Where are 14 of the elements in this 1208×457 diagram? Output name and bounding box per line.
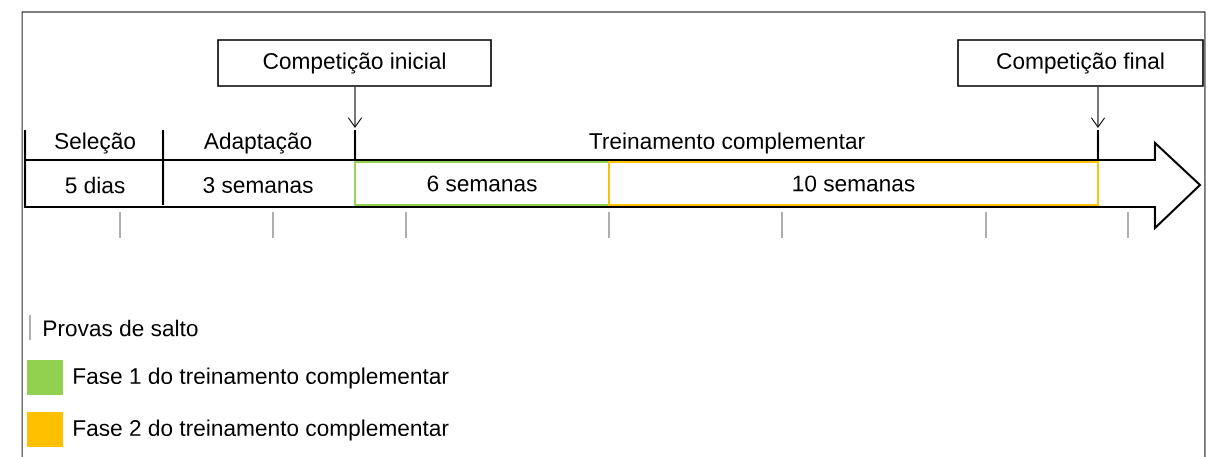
legend-text: Provas de salto: [44, 319, 198, 337]
phase-label: Seleção: [55, 132, 135, 154]
phase-label: Treinamento complementar: [589, 132, 865, 154]
legend-text: Fase 2 do treinamento complementar: [74, 419, 449, 441]
competition-box: Competição final: [957, 39, 1204, 87]
phase-box: 10 semanas: [608, 161, 1099, 206]
competition-box: Competição inicial: [217, 39, 492, 87]
phase-label: 3 semanas: [203, 176, 313, 194]
phase-box: 6 semanas: [354, 161, 610, 206]
legend-text: Fase 1 do treinamento complementar: [74, 367, 449, 389]
arrow: [347, 86, 363, 128]
phase-label: 5 dias: [65, 176, 125, 194]
phase-label: Adaptação: [203, 132, 312, 154]
arrow: [1090, 86, 1106, 128]
